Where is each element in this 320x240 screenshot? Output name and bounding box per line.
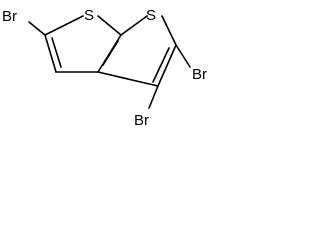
bond-c3a-c6a-double xyxy=(102,40,119,66)
bond-c2-c3 xyxy=(44,34,57,73)
bond-c2-c3-double xyxy=(51,37,62,68)
sulfur-label-left: S xyxy=(84,7,94,24)
bonds xyxy=(28,15,191,109)
bond-c5-br xyxy=(175,44,191,68)
bond-c5-c4-double xyxy=(152,47,170,83)
atom-labels: Br S S Br Br xyxy=(2,7,207,129)
bond-c4-br xyxy=(148,85,159,109)
bromine-label-bottom: Br xyxy=(134,112,149,129)
bromine-label-right: Br xyxy=(192,66,207,83)
bond-c2-br xyxy=(28,21,46,36)
sulfur-label-right: S xyxy=(146,7,156,24)
bond-s6-c5 xyxy=(161,15,177,46)
bond-c4-c3a xyxy=(97,71,159,87)
bond-c2-s1 xyxy=(44,15,84,36)
bond-c5-c4 xyxy=(157,44,177,87)
bond-c6a-s6 xyxy=(120,15,148,36)
thienothiophene-structure: Br S S Br Br xyxy=(2,7,207,129)
bond-s1-c6a xyxy=(97,15,122,36)
bromine-label-left: Br xyxy=(2,8,17,25)
